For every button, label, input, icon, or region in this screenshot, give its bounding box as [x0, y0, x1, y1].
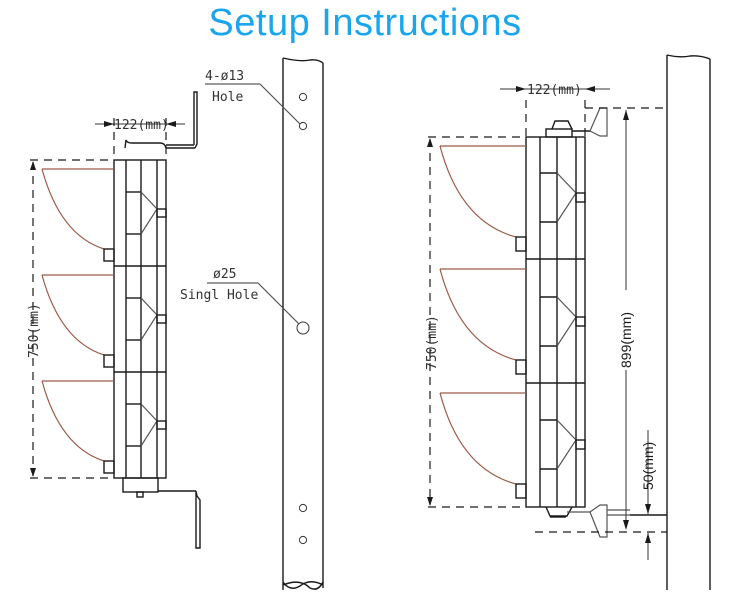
right-top-mount	[545, 107, 667, 138]
svg-text:750(mm): 750(mm)	[425, 315, 440, 370]
left-width-dimension: 122(mm)	[95, 118, 185, 160]
svg-text:122(mm): 122(mm)	[527, 83, 582, 98]
left-top-bracket	[124, 91, 198, 149]
mount-hole	[298, 535, 308, 545]
left-height-dimension: 750(mm)	[27, 159, 114, 479]
left-pole	[282, 57, 324, 590]
left-visors	[41, 168, 115, 474]
right-view: 122(mm)	[425, 54, 711, 590]
total-height-dimension: 899(mm)	[618, 110, 634, 530]
svg-text:122(mm): 122(mm)	[114, 118, 169, 133]
svg-text:899(mm): 899(mm)	[618, 312, 634, 368]
offset-dimension: 50(mm)	[640, 430, 656, 560]
page-title: Setup Instructions	[208, 2, 522, 44]
svg-text:Hole: Hole	[212, 90, 243, 105]
svg-text:ø25: ø25	[213, 267, 236, 282]
svg-text:4-ø13: 4-ø13	[205, 69, 244, 84]
right-visors	[439, 145, 527, 499]
right-signal-housing	[525, 136, 586, 508]
mount-hole	[298, 121, 308, 131]
hole-callout-mid: ø25 Singl Hole	[180, 267, 300, 325]
left-view: 4-ø13 Hole ø25 Singl Hole 122(mm)	[27, 57, 324, 590]
right-width-dimension: 122(mm)	[500, 83, 610, 137]
left-bottom-bracket	[122, 477, 201, 549]
right-pole	[666, 54, 711, 590]
hole-callout-top: 4-ø13 Hole	[205, 69, 301, 125]
svg-text:Singl Hole: Singl Hole	[180, 288, 258, 303]
right-height-dimension: 750(mm)	[425, 136, 526, 508]
svg-text:50(mm): 50(mm)	[640, 442, 656, 490]
mount-hole	[298, 503, 308, 513]
svg-text:750(mm): 750(mm)	[27, 303, 42, 358]
left-signal-housing	[113, 159, 167, 479]
mount-hole	[298, 92, 308, 102]
center-hole	[296, 321, 310, 335]
